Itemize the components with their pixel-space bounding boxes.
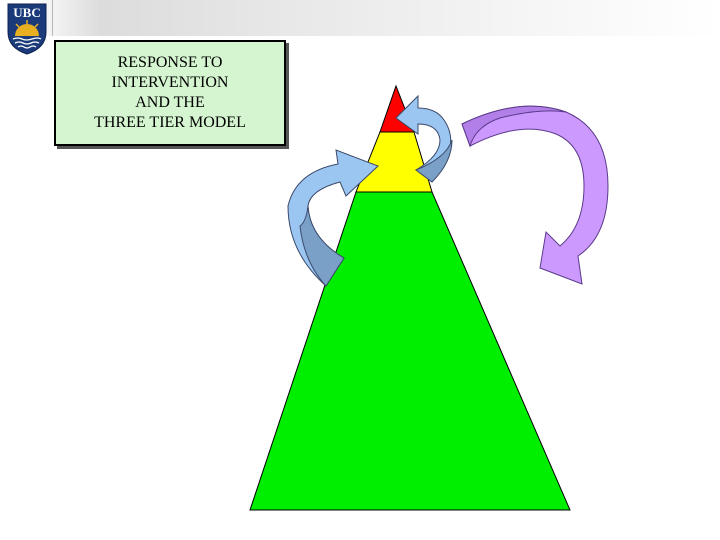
logo-waves-icon xyxy=(12,37,42,49)
header-divider xyxy=(52,0,53,36)
right-curved-arrow xyxy=(395,94,453,183)
slide-title: RESPONSE TO INTERVENTION AND THE THREE T… xyxy=(94,54,246,131)
left-curved-arrow xyxy=(287,149,379,287)
logo-text: UBC xyxy=(13,5,40,20)
logo-sun-icon xyxy=(15,20,39,36)
ubc-logo: UBC xyxy=(6,2,48,56)
purple-curved-arrow xyxy=(461,105,609,285)
title-box: RESPONSE TO INTERVENTION AND THE THREE T… xyxy=(54,40,286,146)
header-band xyxy=(0,0,720,36)
